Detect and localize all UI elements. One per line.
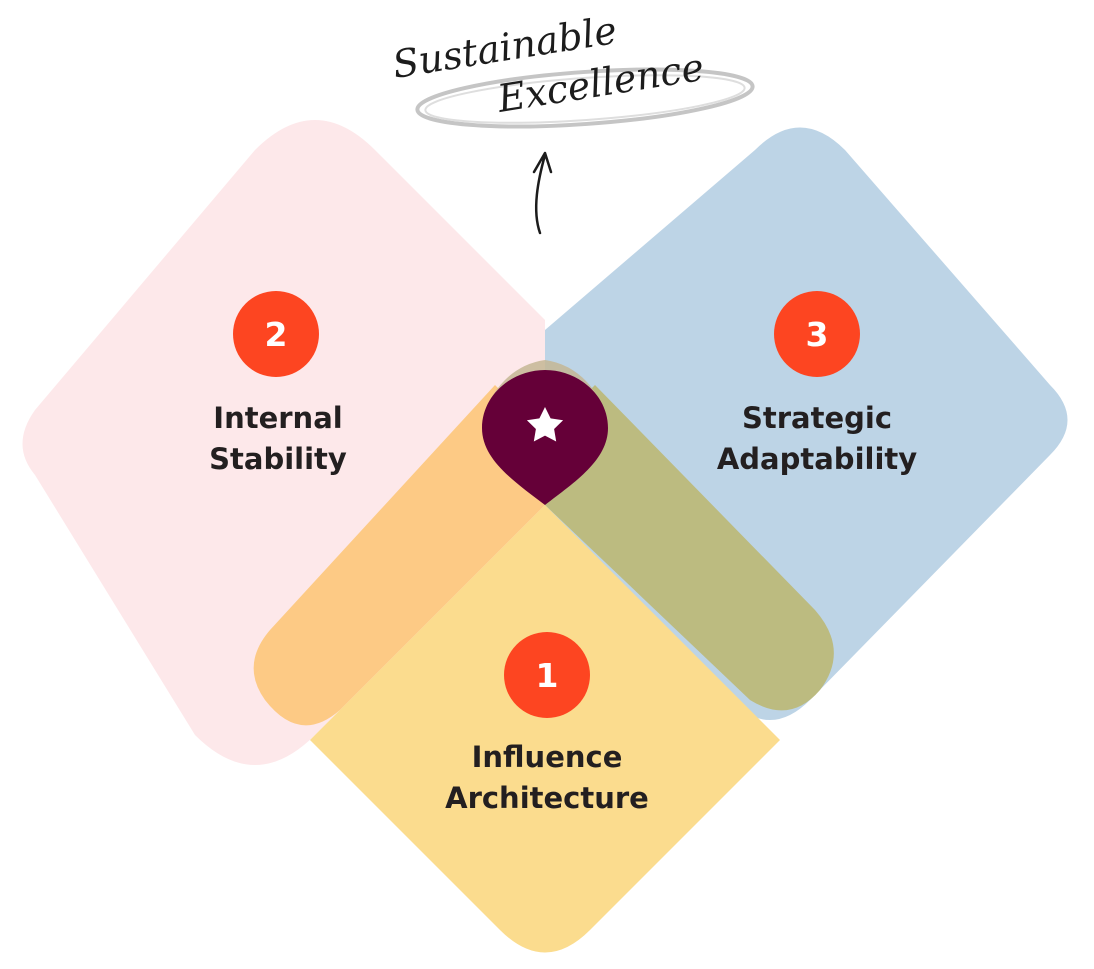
pillar-1-label-line-1: Influence: [472, 740, 623, 774]
overlap-band-right: [545, 385, 834, 711]
pillar-1-diamond: [310, 505, 780, 953]
pillar-3-number: 3: [806, 315, 829, 354]
pillar-1-number: 1: [536, 656, 559, 695]
pillar-2-badge: [233, 291, 319, 377]
pillar-2-label-line-2: Stability: [209, 442, 347, 476]
header-ellipse-outline: [415, 67, 755, 129]
pillar-1-badge: [504, 632, 590, 718]
center-marker: [482, 370, 608, 505]
pillar-3-badge: [774, 291, 860, 377]
star-icon: [526, 407, 564, 442]
pillar-1-label-line-2: Architecture: [445, 781, 649, 815]
pillar-3-label-line-1: Strategic: [742, 401, 892, 435]
up-arrow-icon: [532, 151, 553, 235]
pillar-2-number: 2: [265, 315, 288, 354]
overlap-band-left: [253, 385, 546, 726]
pillar-2-label-line-1: Internal: [213, 401, 342, 435]
header-ellipse-outline-inner: [424, 74, 746, 124]
pillar-3-label-line-2: Adaptability: [717, 442, 917, 476]
